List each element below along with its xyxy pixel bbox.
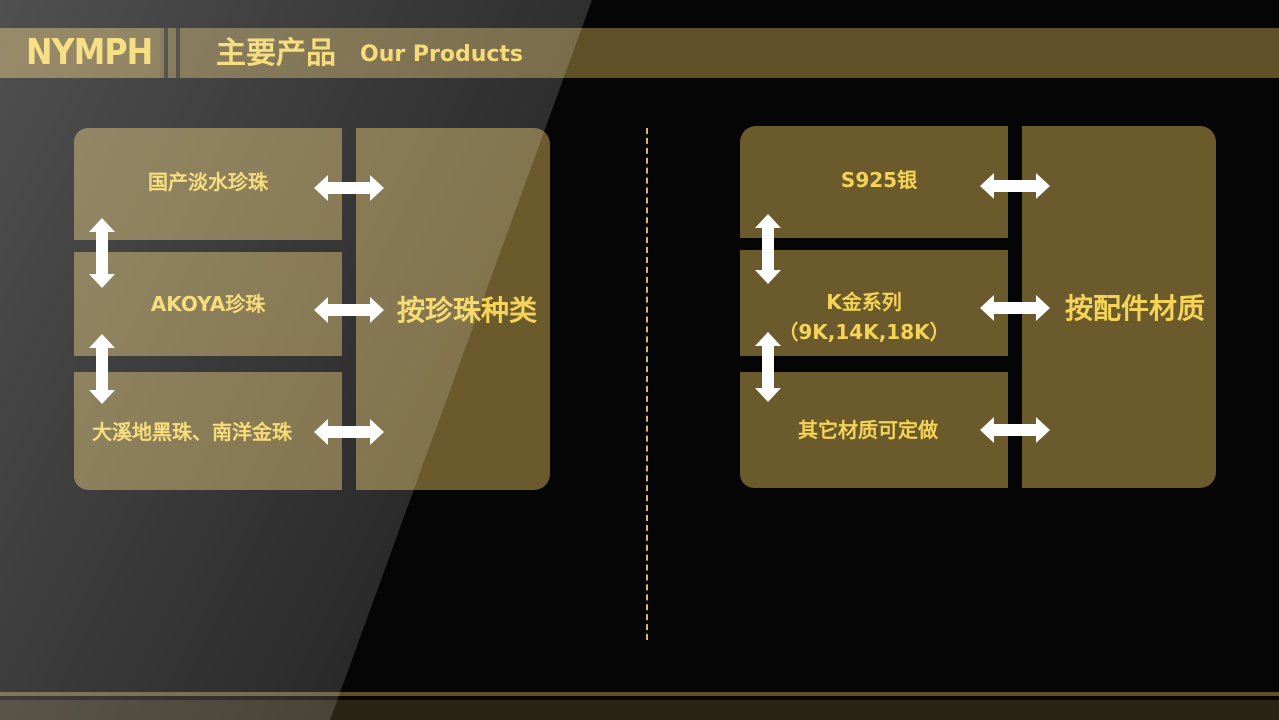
item-label-akoya: AKOYA珍珠 [150,292,266,316]
double-arrow-horizontal-icon [314,297,384,323]
item-label-other: 其它材质可定做 [798,418,938,442]
double-arrow-vertical-icon [755,332,781,402]
double-arrow-vertical-icon [89,218,115,288]
category-label-material: 按配件材质 [1064,292,1205,325]
double-arrow-vertical-icon [755,214,781,284]
footer-band [0,700,1279,720]
double-arrow-horizontal-icon [314,419,384,445]
page-subtitle: Our Products [360,42,524,67]
double-arrow-horizontal-icon [980,173,1050,199]
category-label-pearl-type: 按珍珠种类 [396,294,537,327]
footer-line [0,692,1279,696]
page-title: 主要产品 [216,36,336,71]
double-arrow-horizontal-icon [314,175,384,201]
category-box-material [1022,126,1216,488]
logo: NYMPH [26,32,153,73]
double-arrow-horizontal-icon [980,295,1050,321]
item-box-silver [740,126,1008,238]
double-arrow-vertical-icon [89,334,115,404]
item-label-tahiti: 大溪地黑珠、南洋金珠 [92,420,292,444]
item-label-gold-karats: （9K,14K,18K） [778,320,950,344]
item-box-other [740,372,1008,488]
double-arrow-horizontal-icon [980,417,1050,443]
header-separator [164,28,168,78]
item-label-silver: S925银 [840,168,918,192]
center-divider [646,128,648,640]
item-box-gold [740,250,1008,356]
header-band [0,28,1279,78]
item-label-gold: K金系列 [826,290,902,314]
item-label-freshwater: 国产淡水珍珠 [148,170,268,194]
header-separator [176,28,180,78]
